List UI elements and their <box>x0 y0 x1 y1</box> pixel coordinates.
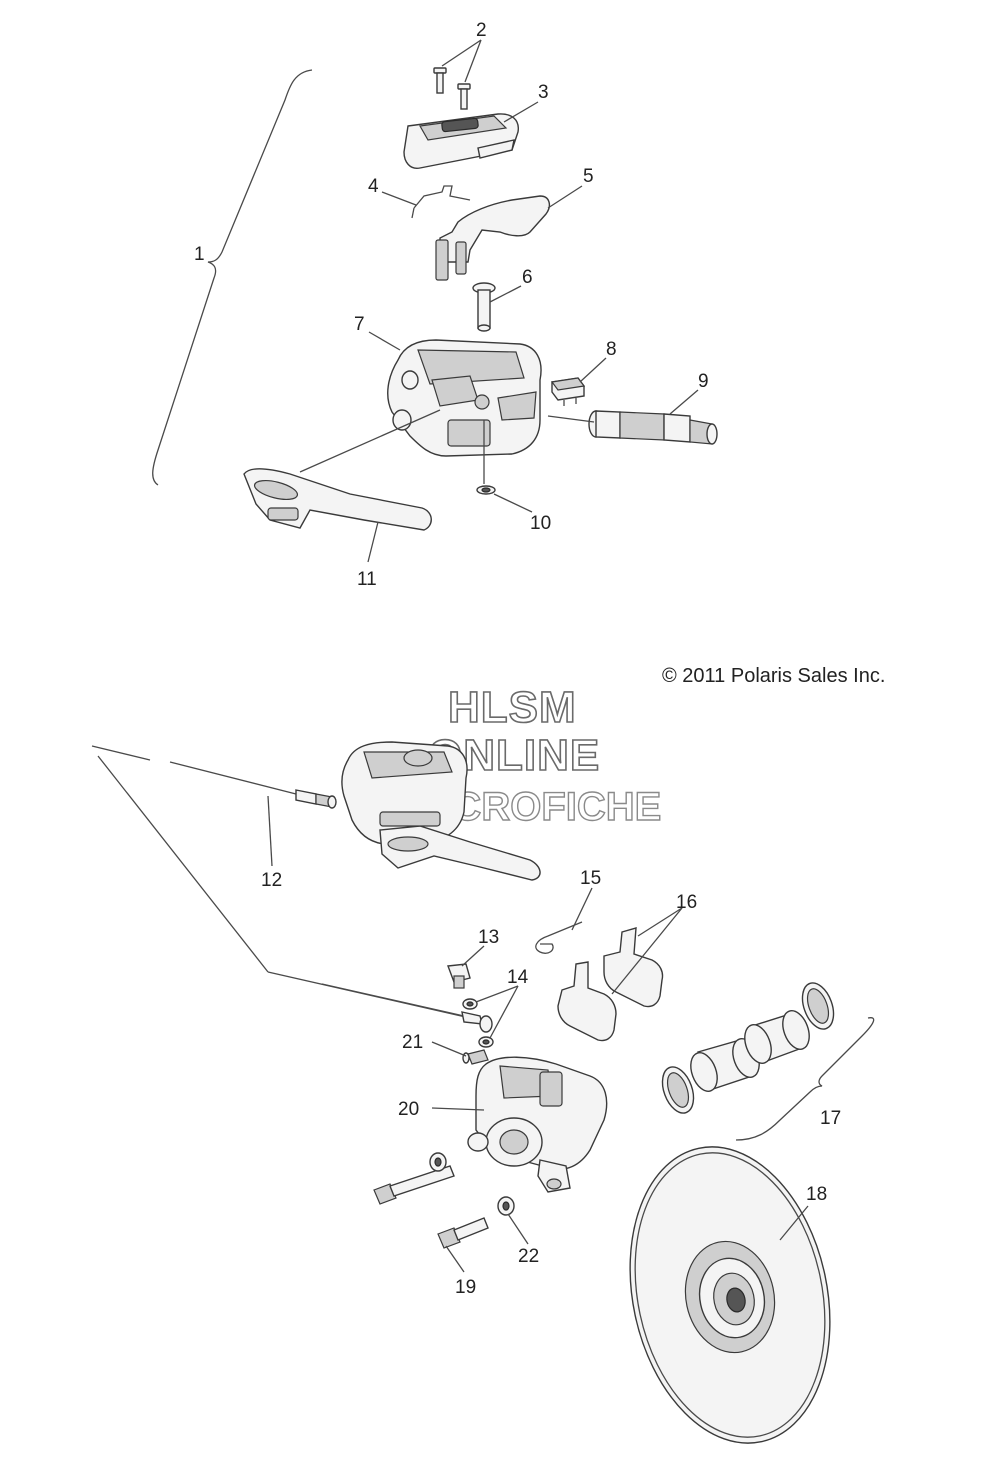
clip-part-10 <box>476 485 496 495</box>
bleeder-screw-part-13 <box>447 963 471 989</box>
callout-12: 12 <box>261 870 282 891</box>
brake-disc-part-18 <box>629 1146 831 1444</box>
callout-5: 5 <box>583 166 594 187</box>
watermark-line-1: HLSM <box>448 683 577 732</box>
lower-brake-line <box>321 983 493 1033</box>
callout-13: 13 <box>478 927 499 948</box>
washer-part-14 <box>462 998 494 1048</box>
copyright-notice: © 2011 Polaris Sales Inc. <box>662 665 885 687</box>
callout-14: 14 <box>507 967 529 988</box>
callout-11: 11 <box>357 569 377 590</box>
reservoir-cover-part-3 <box>403 113 519 169</box>
callout-2: 2 <box>476 20 487 41</box>
caliper-piston-kit-part-17 <box>661 982 835 1114</box>
caliper-bolt-part-19b <box>437 1217 489 1249</box>
screw-part-2 <box>433 67 471 110</box>
lever-bracket-part-5 <box>435 195 551 281</box>
assembly-brace <box>152 69 313 486</box>
brake-line-part-12 <box>169 761 337 809</box>
piston-part-9 <box>588 410 718 445</box>
callout-9: 9 <box>698 371 709 392</box>
brake-pad-part-16a <box>557 961 617 1042</box>
callout-15: 15 <box>580 868 601 889</box>
bleeder-valve-part-21 <box>462 1049 489 1065</box>
callout-17: 17 <box>820 1108 841 1129</box>
callout-7: 7 <box>354 314 365 335</box>
callout-1: 1 <box>194 244 205 265</box>
callout-19: 19 <box>455 1277 476 1298</box>
washer-part-22 <box>429 1152 515 1216</box>
callout-10: 10 <box>530 513 551 534</box>
callout-22: 22 <box>518 1246 539 1267</box>
leader-lines-bottom <box>267 795 809 1273</box>
master-cylinder-assembly <box>341 741 541 881</box>
master-cylinder-housing-part-7 <box>387 339 542 457</box>
callout-3: 3 <box>538 82 549 103</box>
brake-switch-part-8 <box>550 377 586 406</box>
leader-lines-top <box>299 39 699 563</box>
brake-lever-part-11 <box>243 468 432 531</box>
pad-clip-part-15 <box>535 921 583 954</box>
spring-part-4 <box>411 185 471 219</box>
callout-21: 21 <box>402 1032 423 1053</box>
callout-16: 16 <box>676 892 697 913</box>
piston-kit-brace <box>735 1017 875 1141</box>
callout-18: 18 <box>806 1184 827 1205</box>
pin-part-6 <box>472 282 496 332</box>
caliper-bolt-part-19a <box>373 1165 455 1205</box>
brake-caliper-part-20 <box>467 1056 608 1193</box>
callout-4: 4 <box>368 176 379 197</box>
callout-6: 6 <box>522 267 533 288</box>
callout-20: 20 <box>398 1099 419 1120</box>
callout-8: 8 <box>606 339 617 360</box>
